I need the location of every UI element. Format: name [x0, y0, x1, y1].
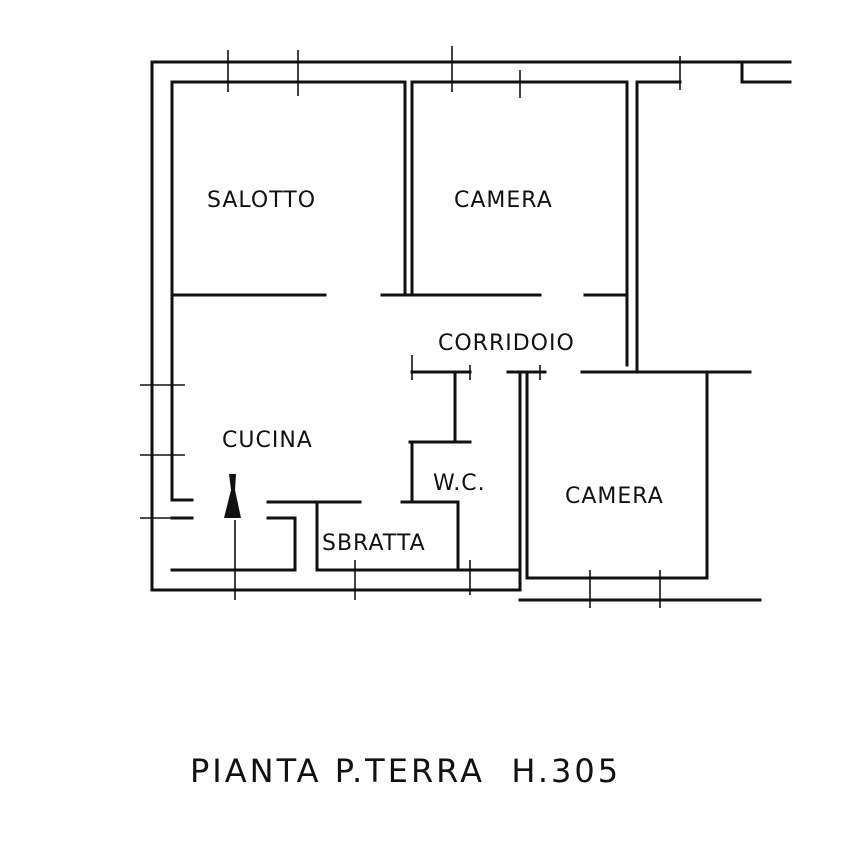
room-label-camera-1: CAMERA	[454, 188, 553, 213]
room-label-camera-2: CAMERA	[565, 484, 664, 509]
walls	[150, 60, 792, 602]
room-label-corridoio: CORRIDOIO	[438, 331, 575, 356]
plan-caption: PIANTA P.TERRA H.305	[190, 752, 621, 790]
room-label-salotto: SALOTTO	[207, 188, 316, 213]
tick-marks	[140, 46, 681, 608]
room-label-cucina: CUCINA	[222, 428, 313, 453]
room-label-wc: W.C.	[433, 471, 486, 496]
room-label-sbratta: SBRATTA	[322, 531, 426, 556]
stove-icon	[224, 474, 241, 518]
